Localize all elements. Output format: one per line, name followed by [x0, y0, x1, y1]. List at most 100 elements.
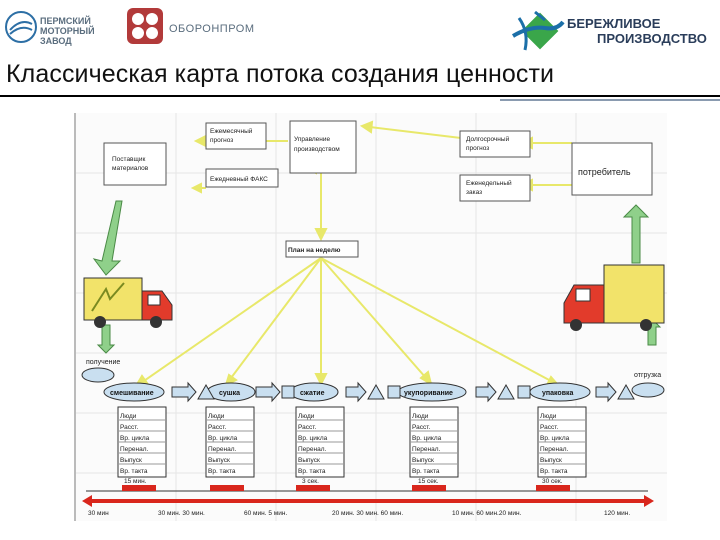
data-box-row: Выпуск: [298, 457, 320, 464]
data-box-row: Вр. цикла: [120, 435, 150, 442]
control-label-1: Управление: [294, 136, 331, 143]
pmz-name: ПЕРМСКИЙ МОТОРНЫЙ ЗАВОД: [40, 16, 114, 46]
supplier-truck-icon: [83, 277, 173, 328]
info-boxes: [103, 120, 653, 258]
vsm-diagram: Поставщик материалов Ежемесячный прогноз…: [76, 113, 667, 521]
timeline-top-4: 15 сек.: [418, 478, 439, 485]
customer-up-arrow: [622, 204, 650, 264]
process-label-drying: сушка: [219, 390, 240, 397]
title-underline: [0, 95, 720, 97]
inventory-square-2: [387, 385, 401, 399]
process-label-mixing: смешивание: [110, 390, 154, 397]
daily-fax-label: Ежедневный ФАКС: [210, 175, 268, 183]
data-box-row: Выпуск: [208, 457, 230, 464]
data-box-row: Вр. такта: [208, 468, 236, 475]
supplier-label-1: Поставщик: [112, 156, 145, 163]
data-box-row: Вр. такта: [120, 468, 148, 475]
page-title: Классическая карта потока создания ценно…: [6, 60, 555, 88]
data-box-row: Расст.: [208, 424, 226, 431]
logo-pmz: ПЕРМСКИЙ МОТОРНЫЙ ЗАВОД: [4, 10, 114, 46]
data-box-row: Вр. такта: [412, 468, 440, 475]
monthly-label-1: Ежемесячный: [210, 127, 253, 135]
process-label-compress: сжатие: [300, 390, 325, 397]
timeline-bottom-1: 30 мин: [88, 510, 109, 517]
timeline-wait-4: [412, 485, 446, 491]
weekly-order-box: [459, 174, 531, 202]
timeline-wait-2: [210, 485, 244, 491]
data-box-row: Вр. такта: [298, 468, 326, 475]
oboronprom-name: ОБОРОНПРОМ: [169, 23, 255, 35]
long-forecast-label-2: прогноз: [466, 145, 489, 152]
daily-fax-box: [205, 168, 279, 188]
data-box-row: Расст.: [120, 424, 138, 431]
data-box-row: Перенал.: [298, 446, 327, 453]
timeline-bottom-4: 20 мин. 30 мин. 60 мин.: [332, 510, 403, 517]
data-box-row: Вр. такта: [540, 468, 568, 475]
inventory-triangle-1: [197, 383, 215, 400]
data-box-row: Выпуск: [120, 457, 142, 464]
data-box-row: Вр. цикла: [298, 435, 328, 442]
inventory-triangle-4: [617, 383, 635, 400]
data-box-row: Перенал.: [120, 446, 149, 453]
logo-oboronprom: ОБОРОНПРОМ: [125, 6, 255, 46]
supplier-down-arrow: [92, 200, 123, 276]
data-box-row: Люди: [412, 413, 429, 420]
inventory-triangle-2: [367, 383, 385, 400]
weekly-plan-label: План на неделю: [288, 247, 341, 254]
control-box: [289, 120, 357, 174]
data-box-row: Расст.: [540, 424, 558, 431]
process-row: смешивание сушка сжатие укупоривание упа…: [103, 381, 635, 403]
lead-time-arrowhead-left: [82, 495, 92, 507]
control-label-2: производством: [294, 146, 340, 153]
inventory-square-1: [281, 385, 295, 399]
monthly-forecast-box: [205, 122, 267, 150]
weekly-order-label-2: заказ: [466, 189, 482, 196]
shipping-oval: [631, 382, 665, 398]
timeline-wait-1: [122, 485, 156, 491]
data-box-row: Выпуск: [540, 457, 562, 464]
push-arrow-2: [255, 381, 281, 403]
shipping-label: отгрузка: [634, 372, 661, 379]
logo-lean: БЕРЕЖЛИВОЕ ПРОИЗВОДСТВО: [505, 6, 715, 56]
title-underline-accent: [500, 99, 720, 101]
lean-name: БЕРЕЖЛИВОЕ ПРОИЗВОДСТВО: [567, 16, 707, 46]
inventory-square-3: [517, 385, 531, 399]
receiving-oval: [81, 367, 115, 383]
timeline-bottom-2: 30 мин. 30 мин.: [158, 510, 205, 517]
monthly-label-2: прогноз: [210, 137, 233, 144]
long-forecast-label-1: Долгосрочный: [466, 135, 510, 143]
timeline-top-5: 30 сек.: [542, 478, 563, 485]
oboronprom-emblem-icon: [127, 8, 163, 44]
data-box-row: Перенал.: [412, 446, 441, 453]
data-box-row: Люди: [298, 413, 315, 420]
lean-line-1: БЕРЕЖЛИВОЕ: [567, 16, 661, 31]
lean-line-2: ПРОИЗВОДСТВО: [597, 31, 707, 46]
data-box-row: Перенал.: [540, 446, 569, 453]
inventory-triangle-3: [497, 383, 515, 400]
weekly-order-label-1: Еженедельный: [466, 179, 512, 187]
supplier-box: [103, 142, 167, 186]
customer-label: потребитель: [578, 167, 631, 177]
value-stream-map: Поставщик материалов Ежемесячный прогноз…: [74, 113, 667, 521]
long-forecast-box: [459, 130, 531, 158]
timeline: 15 мин. 3 сек. 15 сек. 30 сек. 30 мин 30…: [82, 478, 654, 517]
customer-box: [571, 142, 653, 196]
push-arrow-3: [345, 381, 367, 403]
process-mixing-oval: [103, 382, 165, 402]
data-box-row: Расст.: [412, 424, 430, 431]
lean-emblem-icon: [511, 10, 565, 51]
timeline-wait-3: [296, 485, 330, 491]
process-label-capping: укупоривание: [404, 390, 453, 397]
timeline-top-3: 3 сек.: [302, 478, 319, 485]
pmz-line-2: МОТОРНЫЙ ЗАВОД: [40, 26, 95, 46]
push-arrow-4: [475, 381, 497, 403]
data-box-row: Люди: [120, 413, 137, 420]
process-label-packing: упаковка: [542, 390, 574, 397]
customer-truck-icon: [563, 264, 665, 331]
